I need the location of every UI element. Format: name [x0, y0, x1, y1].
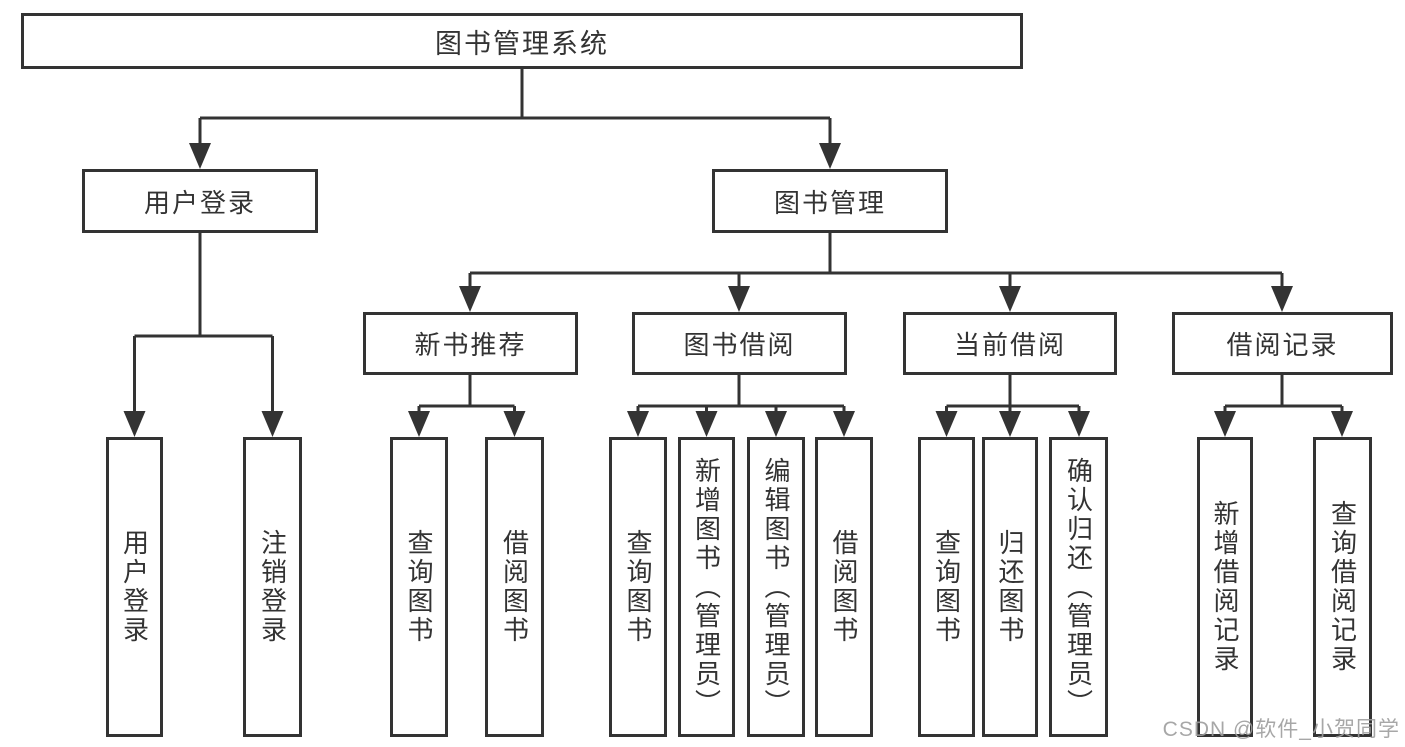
node-current-borrowing: 当前借阅: [903, 312, 1117, 375]
arrowheads: [123, 143, 1353, 437]
node-label: 当前借阅: [953, 330, 1066, 360]
leaf-borrow-books-1: 借阅图书: [485, 437, 544, 737]
csdn-watermark: CSDN @软件_小贺同学: [1162, 718, 1400, 741]
node-library-management-system: 图书管理系统: [21, 13, 1023, 69]
leaf-add-books-admin: 新增图书（管理员）: [678, 437, 735, 737]
leaf-borrow-books-2: 借阅图书: [815, 437, 873, 737]
node-label: 图书管理系统: [435, 28, 609, 59]
node-new-book-recommend: 新书推荐: [363, 312, 578, 375]
node-book-borrowing: 图书借阅: [632, 312, 847, 375]
leaf-label: 查询借阅记录: [1327, 500, 1358, 674]
leaf-label: 借阅图书: [499, 529, 530, 645]
leaf-label: 新增图书（管理员）: [691, 456, 722, 718]
leaf-label: 用户登录: [119, 529, 150, 645]
leaf-query-books-3: 查询图书: [918, 437, 975, 737]
leaf-logout: 注销登录: [243, 437, 302, 737]
node-borrowing-records: 借阅记录: [1172, 312, 1393, 375]
leaf-label: 新增借阅记录: [1210, 500, 1240, 674]
node-label: 新书推荐: [414, 330, 527, 360]
leaf-return-books: 归还图书: [982, 437, 1038, 737]
node-label: 图书借阅: [683, 330, 796, 360]
leaf-label: 查询图书: [931, 529, 962, 645]
leaf-confirm-return-admin: 确认归还（管理员）: [1049, 437, 1108, 737]
node-label: 图书管理: [773, 187, 886, 218]
leaf-query-books-1: 查询图书: [390, 437, 448, 737]
leaf-edit-books-admin: 编辑图书（管理员）: [747, 437, 805, 737]
node-label: 借阅记录: [1226, 330, 1339, 360]
node-book-management: 图书管理: [712, 169, 948, 233]
node-user-login: 用户登录: [82, 169, 318, 233]
leaf-label: 注销登录: [257, 529, 288, 645]
leaf-query-borrow-record: 查询借阅记录: [1313, 437, 1372, 737]
leaf-user-login: 用户登录: [106, 437, 163, 737]
node-label: 用户登录: [143, 187, 256, 218]
leaf-label: 借阅图书: [829, 529, 859, 645]
leaf-label: 归还图书: [995, 529, 1025, 645]
leaf-add-borrow-record: 新增借阅记录: [1197, 437, 1253, 737]
leaf-label: 确认归还（管理员）: [1063, 456, 1094, 718]
leaf-query-books-2: 查询图书: [609, 437, 667, 737]
leaf-label: 查询图书: [623, 529, 653, 645]
leaf-label: 编辑图书（管理员）: [761, 456, 791, 718]
leaf-label: 查询图书: [404, 529, 434, 645]
